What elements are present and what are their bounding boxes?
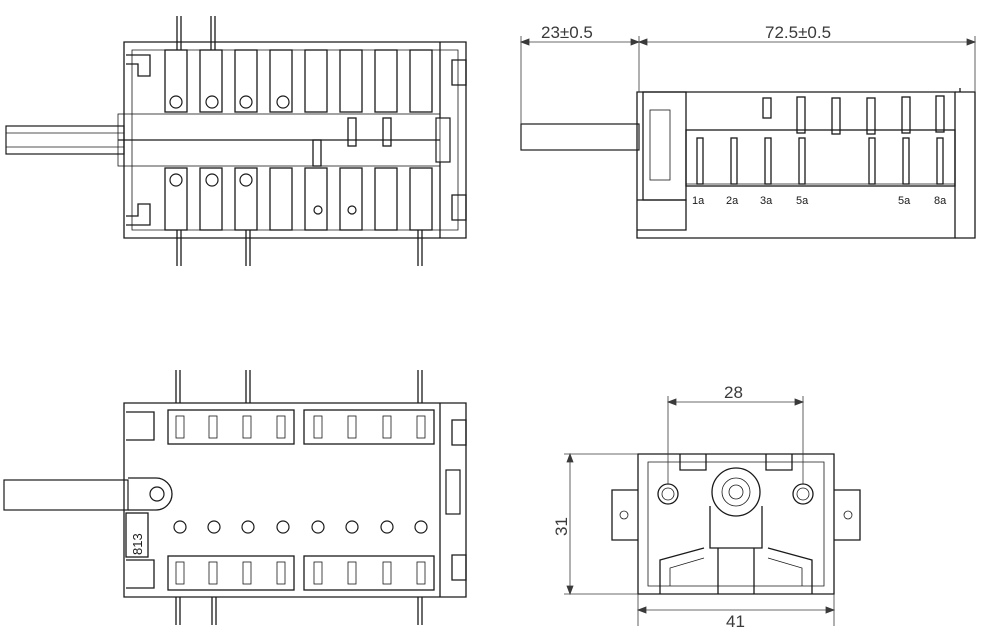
shaft-bottom — [3, 479, 129, 511]
dim-height: 31 — [552, 517, 571, 536]
dim-mount-spacing: 28 — [724, 383, 743, 402]
left-mount-hole — [619, 510, 629, 520]
body-outline-side — [636, 91, 956, 239]
right-flange — [834, 489, 861, 541]
dim-width: 41 — [726, 612, 745, 631]
left-flange — [611, 489, 638, 541]
right-mount-hole — [843, 510, 853, 520]
bottom-view: 813 — [3, 370, 467, 625]
front-view: 28 31 41 — [552, 383, 861, 631]
terminal-label: 1a — [692, 195, 705, 207]
terminal-label: 3a — [760, 195, 773, 207]
dim-shaft-length: 23±0.5 — [541, 23, 593, 42]
top-view — [5, 16, 467, 266]
dim-body-length: 72.5±0.5 — [765, 23, 831, 42]
shaft-side — [520, 123, 640, 151]
part-marking: 813 — [130, 533, 145, 555]
terminal-label: 2a — [726, 195, 739, 207]
shaft-boss — [711, 467, 761, 517]
body-outline-top — [123, 41, 467, 239]
side-view: 1a 2a 3a 5a 5a 8a 23±0.5 72.5±0.5 — [519, 23, 977, 239]
body-outline-bottom — [123, 402, 467, 598]
terminal-label: 8a — [934, 195, 947, 207]
shaft-top — [5, 125, 125, 155]
terminal-label: 5a — [796, 195, 809, 207]
body-outline-front — [637, 453, 835, 595]
terminal-label: 5a — [898, 195, 911, 207]
